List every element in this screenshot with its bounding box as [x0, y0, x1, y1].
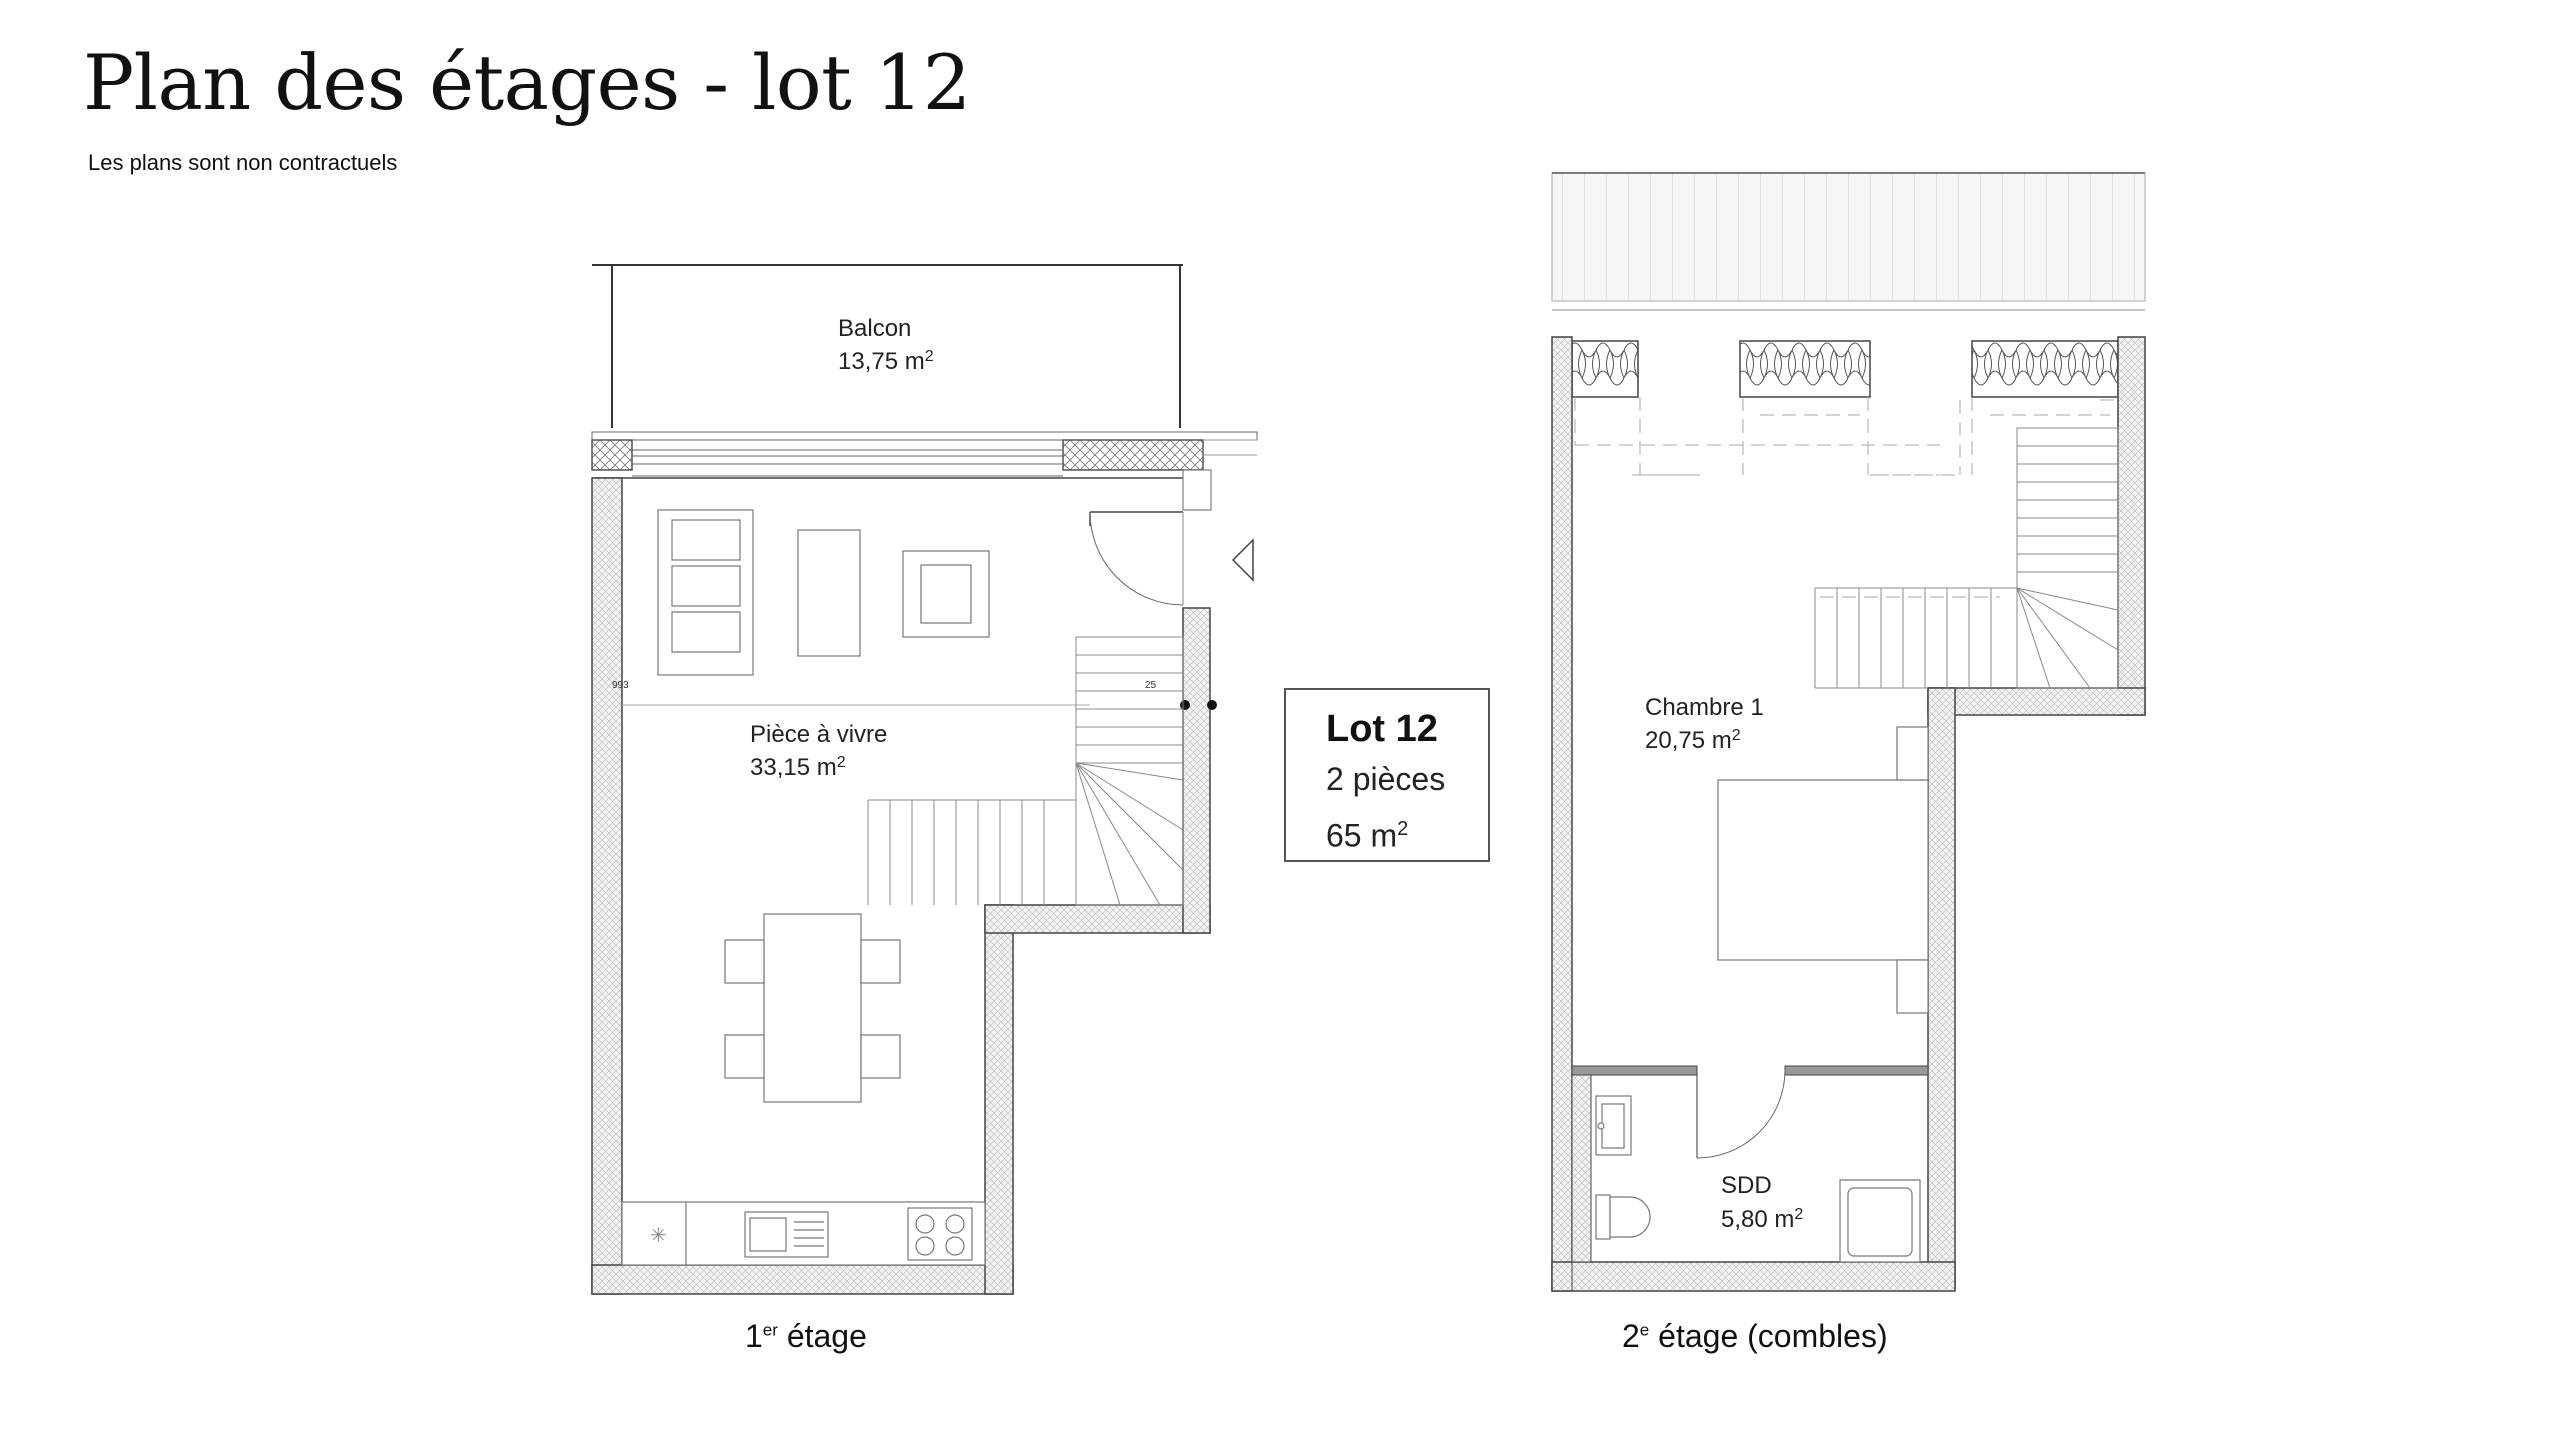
balcony — [592, 264, 1183, 428]
room-area-sdd: 5,80 m2 — [1721, 1206, 1803, 1233]
sdd-door — [1696, 1069, 1786, 1159]
floor1-furniture: ✳ — [621, 509, 990, 1266]
floor1-caption: 1er étage — [745, 1318, 867, 1354]
room-name-piece-a-vivre: Pièce à vivre — [750, 721, 887, 748]
roof — [1551, 172, 2146, 302]
room-name-chambre: Chambre 1 — [1645, 694, 1764, 721]
bed — [1717, 726, 1929, 1014]
lot-area: 65 m2 — [1326, 817, 1409, 854]
lot-rooms: 2 pièces — [1326, 761, 1446, 797]
dimension-left: 993 — [612, 680, 629, 691]
lot-title: Lot 12 — [1326, 708, 1438, 750]
room-name-sdd: SDD — [1721, 1172, 1772, 1199]
room-area-piece-a-vivre: 33,15 m2 — [750, 754, 846, 781]
floor1-stairs — [867, 636, 1184, 906]
window-strip — [591, 431, 1258, 511]
coffee-table — [797, 529, 861, 657]
lot-summary-box: Lot 12 2 pièces 65 m2 — [1284, 688, 1490, 862]
floor1-plan: 993 25 — [591, 264, 1258, 1295]
bathroom-fixtures — [1595, 1095, 1921, 1263]
room-area-balcon: 13,75 m2 — [838, 348, 934, 375]
cooktop — [907, 1207, 973, 1261]
roof-window — [1971, 340, 2119, 398]
svg-text:✳: ✳ — [650, 1223, 667, 1247]
dimension-right: 25 — [1145, 680, 1157, 691]
floor2-caption: 2e étage (combles) — [1622, 1318, 1888, 1354]
page-title: Plan des étages - lot 12 — [83, 38, 971, 127]
page-subtitle: Les plans sont non contractuels — [88, 150, 398, 175]
floor2-plan: Chambre 1 20,75 m2 SDD 5,80 m2 — [1551, 172, 2146, 1292]
entry-door — [1089, 511, 1254, 710]
roof-window — [1739, 340, 1871, 398]
room-name-balcon: Balcon — [838, 315, 911, 342]
toilet — [1595, 1194, 1611, 1240]
floor2-walls — [1551, 336, 2146, 1292]
roof-window — [1571, 340, 1639, 398]
floor1-walls — [591, 477, 1211, 1295]
floor2-stairs — [1814, 427, 2119, 689]
room-area-chambre: 20,75 m2 — [1645, 727, 1741, 754]
dining-table — [763, 913, 862, 1103]
